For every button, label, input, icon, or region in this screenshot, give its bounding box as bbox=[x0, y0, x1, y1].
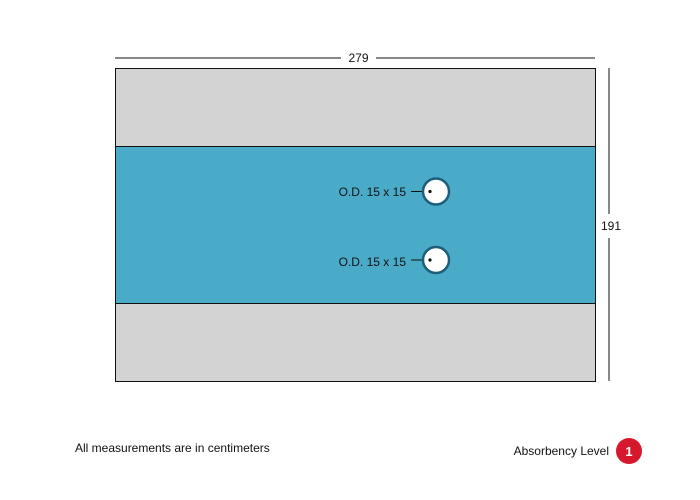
width-dimension-label: 279 bbox=[348, 51, 368, 65]
measurement-note: All measurements are in centimeters bbox=[75, 441, 270, 455]
center-band bbox=[115, 146, 596, 304]
absorbency-indicator: Absorbency Level 1 bbox=[514, 438, 642, 464]
top-band bbox=[115, 68, 596, 147]
hole-2-label: O.D. 15 x 15 bbox=[339, 255, 407, 269]
absorbency-label: Absorbency Level bbox=[513, 444, 609, 458]
hole-2 bbox=[421, 245, 451, 275]
hole-1-label: O.D. 15 x 15 bbox=[339, 185, 407, 199]
absorbency-level-badge: 1 bbox=[616, 438, 642, 464]
height-dimension-label: 191 bbox=[601, 219, 621, 233]
hole-1-leader-dot bbox=[428, 189, 432, 194]
bottom-band bbox=[115, 303, 596, 382]
hole-1 bbox=[421, 177, 451, 206]
hole-2-leader-dot bbox=[428, 258, 432, 262]
